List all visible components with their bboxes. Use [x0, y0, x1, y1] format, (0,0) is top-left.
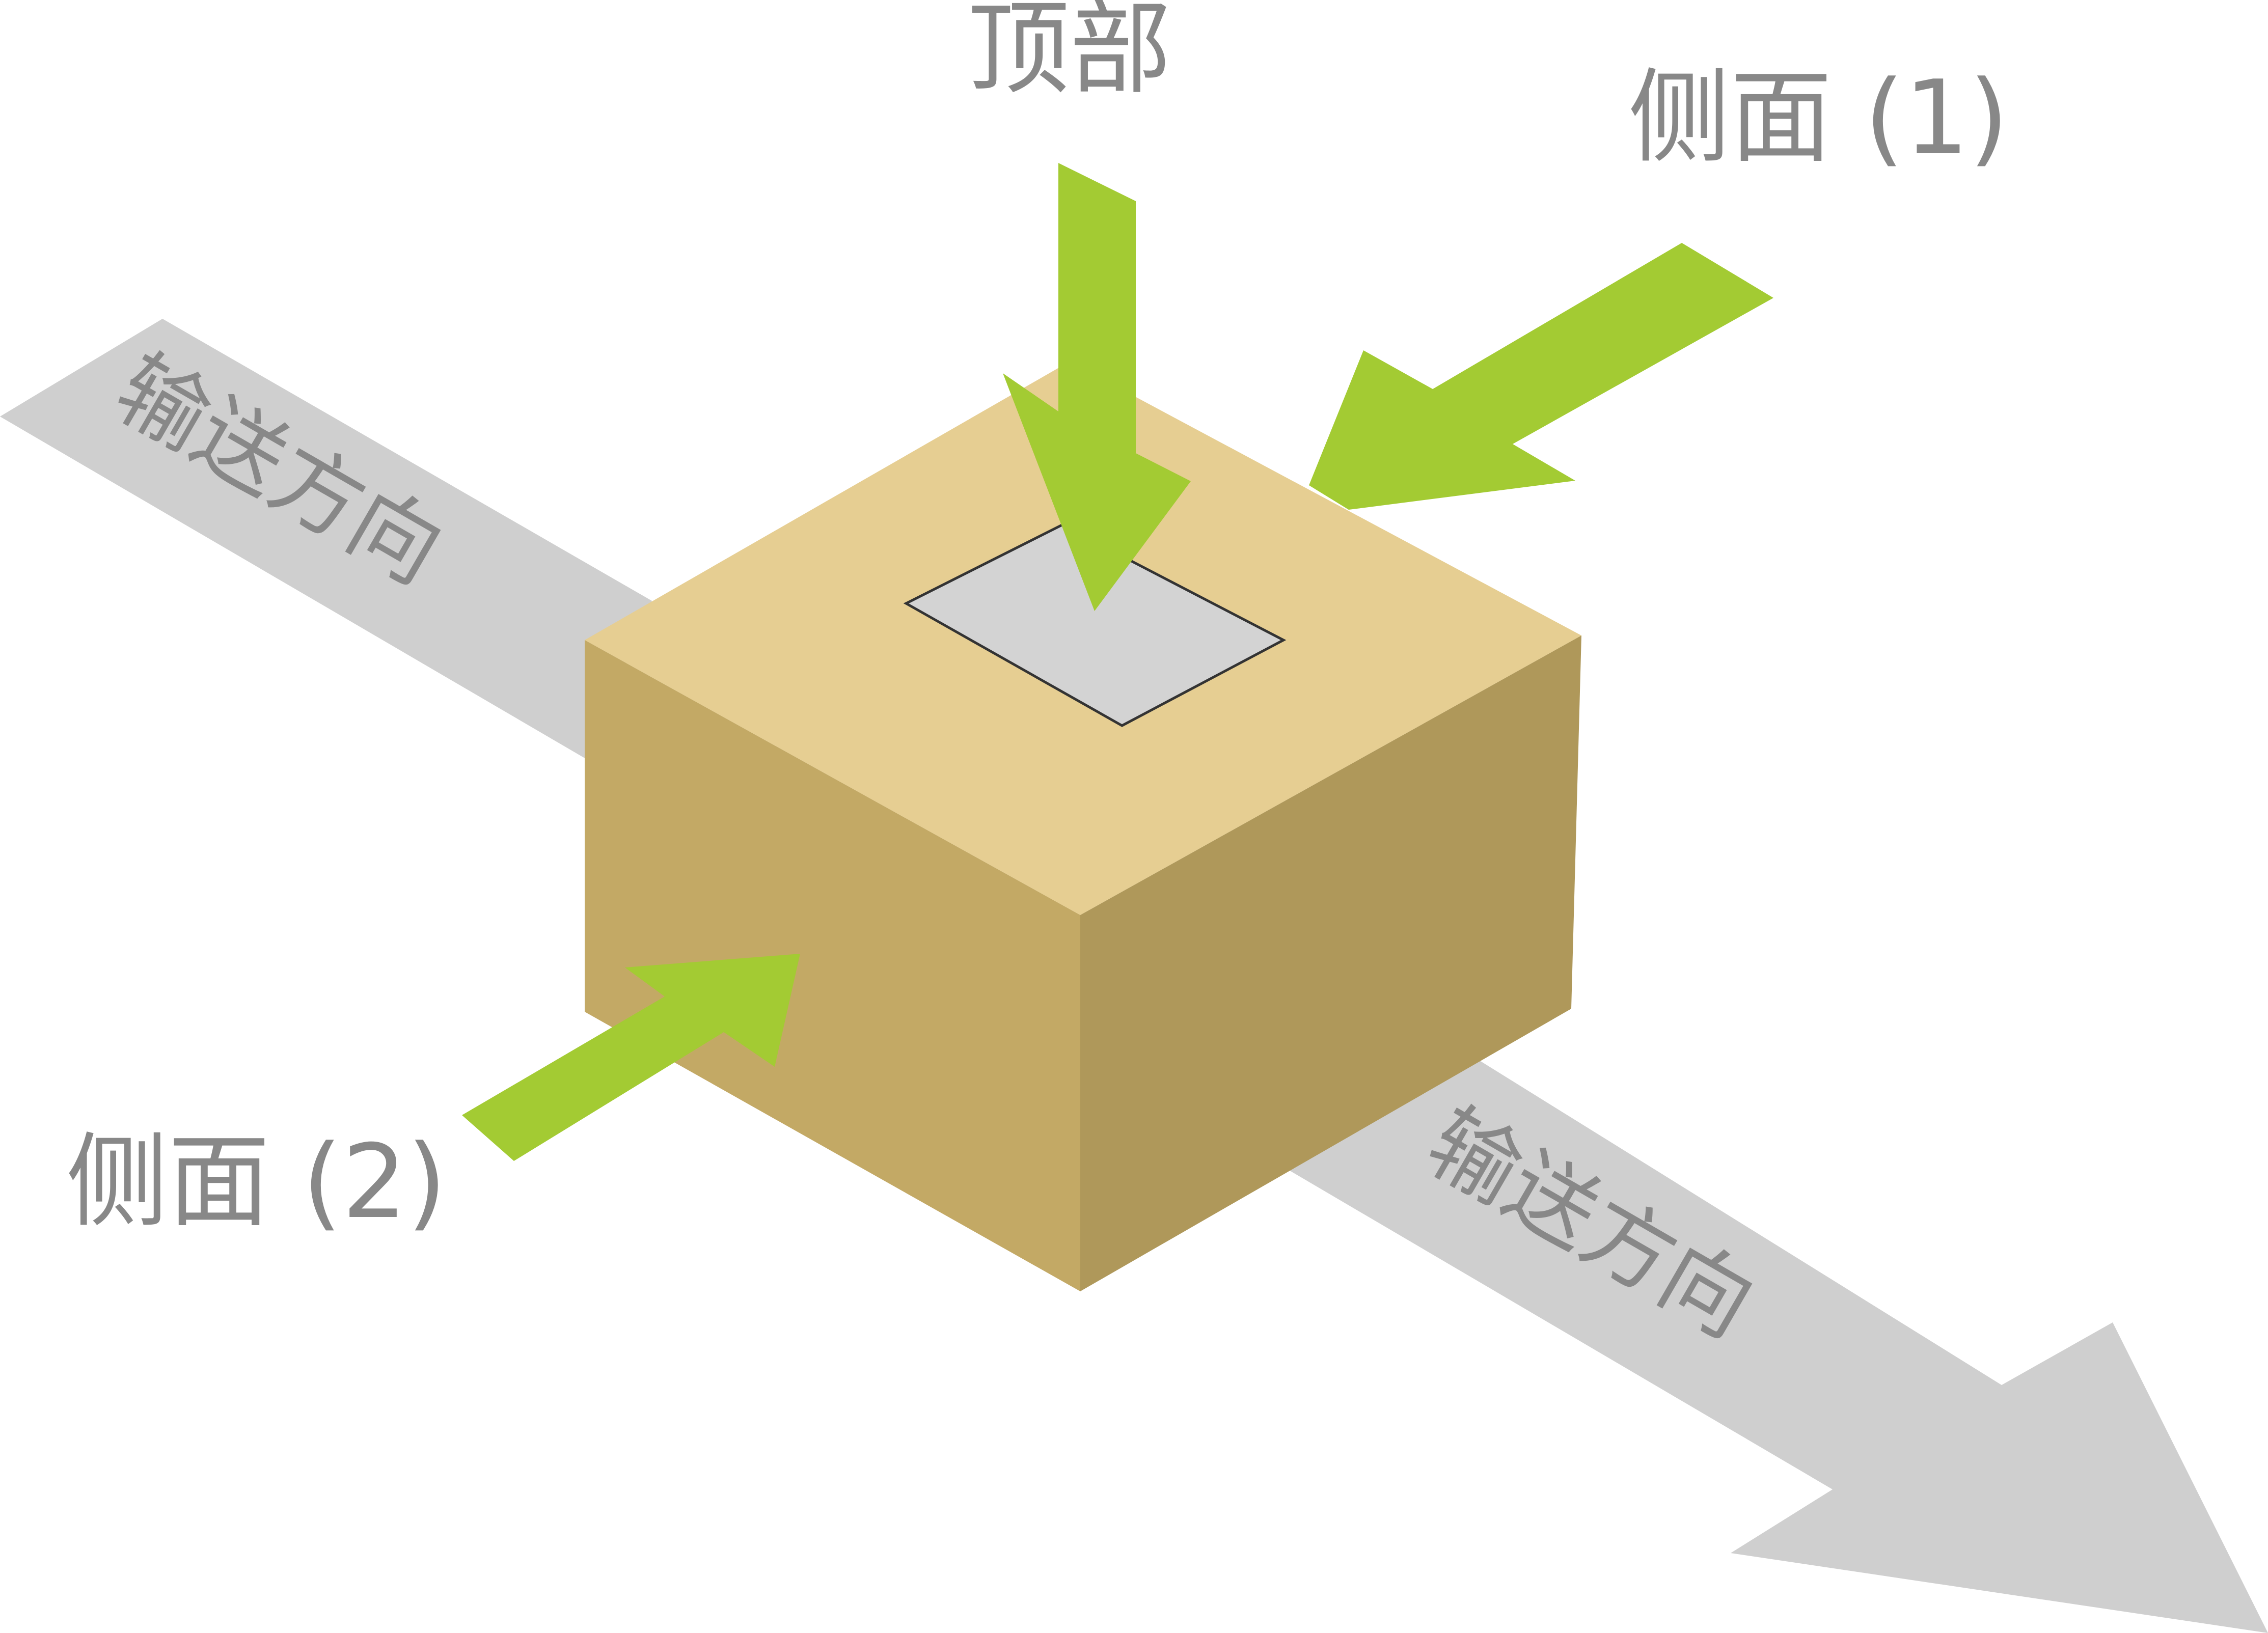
box-top-opening: [903, 523, 1287, 727]
top-arrow: [1003, 163, 1191, 611]
side2-arrow: [462, 954, 800, 1161]
cardboard-box: [585, 362, 1581, 1291]
box-left-face: [585, 640, 1080, 1291]
conveyor-band-upper: [0, 319, 652, 759]
inspection-arrows: [462, 163, 1773, 1161]
top-label: 顶部: [968, 0, 1171, 108]
conveyor-arrow: [0, 319, 2268, 1633]
box-right-face: [1080, 635, 1581, 1291]
side2-label: 侧面 (2): [66, 1123, 447, 1241]
side1-arrow: [1309, 243, 1773, 510]
side1-label: 侧面 (1): [1628, 59, 2009, 177]
conveyor-arrow-lower: [1273, 1034, 2268, 1633]
